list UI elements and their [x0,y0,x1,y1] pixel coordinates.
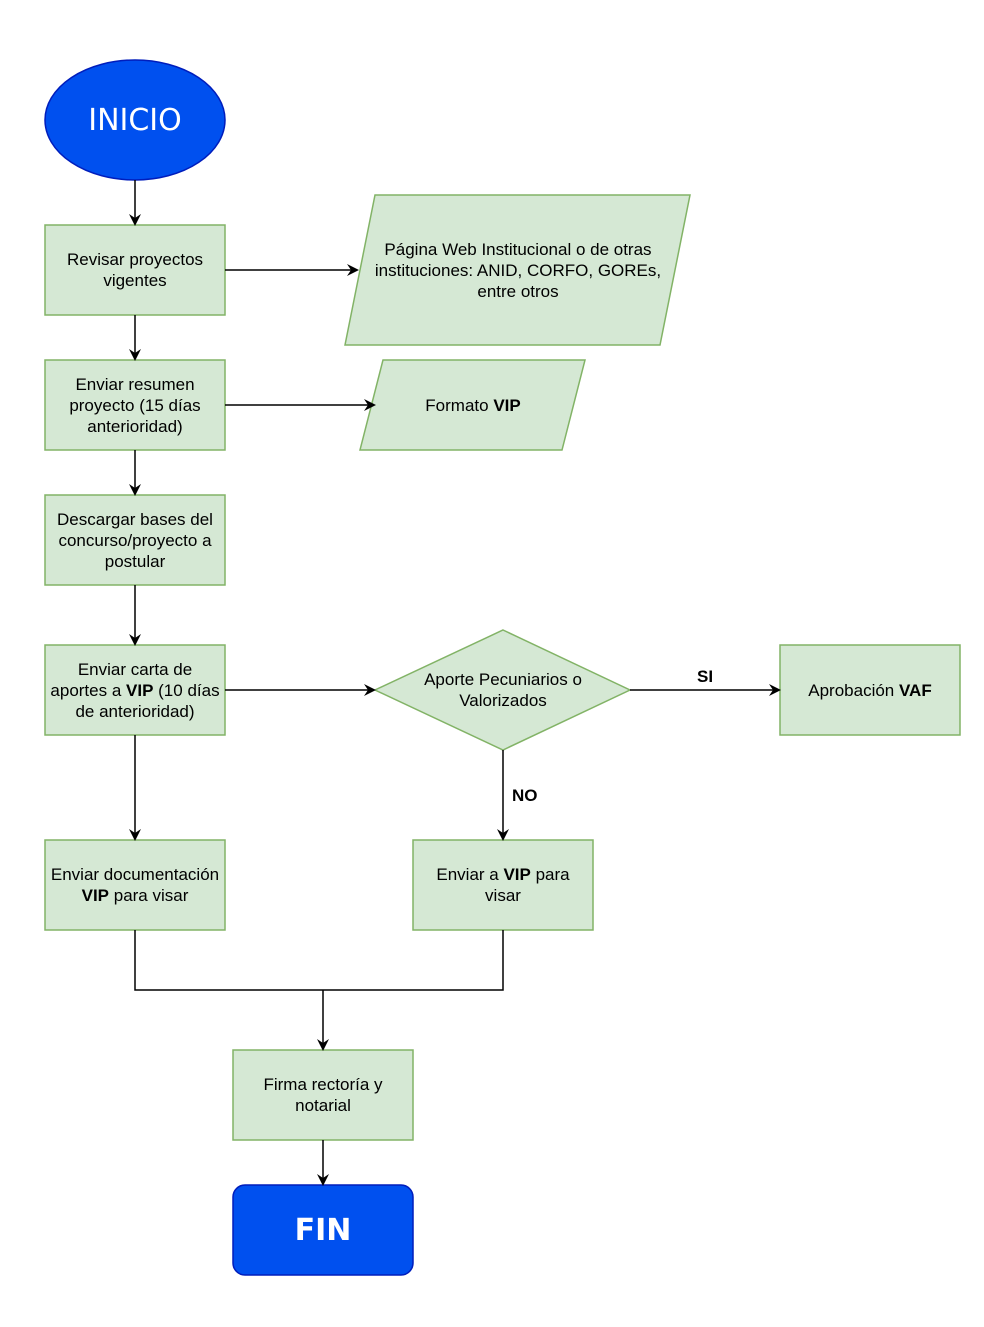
enviar-vip-node-shape [412,839,594,931]
formato-node-shape [359,359,586,451]
enviar-doc-post: para visar [109,886,189,905]
aprobacion-node-shape [779,644,961,736]
enviar-carta-node-shape [44,644,226,736]
enviar-carta-pre: Enviar carta de aportes a [50,659,193,700]
aporte-decision-label: Aporte Pecuniarios o Valorizados [424,670,582,710]
formato-bold: VIP [493,395,521,415]
edge-doc-merge [134,930,504,991]
enviar-vip-post: para visar [485,865,570,905]
aprobacion-pre: Aprobación [808,680,899,700]
enviar-carta-bold: VIP [126,680,154,700]
enviar-vip-node-label: Enviar a VIP para visar [423,840,583,930]
enviar-vip-pre: Enviar a [436,865,504,884]
edge-label-si: SI [697,667,714,686]
enviar-resumen-node-label: Enviar resumen proyecto (15 días anterio… [69,374,201,436]
enviar-carta-node-label: Enviar carta de aportes a VIP (10 días d… [48,645,222,735]
aprobacion-bold: VAF [898,680,932,700]
enviar-doc-node-label: Enviar documentación VIP para visar [50,840,220,930]
edge-label-no: NO [512,786,538,805]
formato-pre: Formato [425,395,494,415]
enviar-vip-bold: VIP [503,865,531,884]
enviar-doc-node-shape [44,839,226,931]
start-node-label: INICIO [88,102,182,138]
enviar-doc-pre: Enviar documentación [50,865,220,884]
enviar-carta-post: (10 días de anterioridad) [75,680,220,721]
descargar-node-shape [44,494,226,586]
descargar-node-label: Descargar bases del concurso/proyecto a … [57,509,213,571]
pagina-web-node-shape [344,194,691,346]
formato-node-label: Formato VIP [372,360,574,450]
enviar-doc-bold: VIP [81,886,110,905]
revisar-node-label: Revisar proyectos vigentes [66,250,204,290]
aprobacion-node-label: Aprobación VAF [785,645,955,735]
pagina-web-node-label: Página Web Institucional o de otras inst… [374,239,662,301]
firma-node-label: Firma rectoría y notarial [263,1075,383,1115]
revisar-node-shape [44,224,226,316]
end-node-label: FIN [294,1212,352,1248]
